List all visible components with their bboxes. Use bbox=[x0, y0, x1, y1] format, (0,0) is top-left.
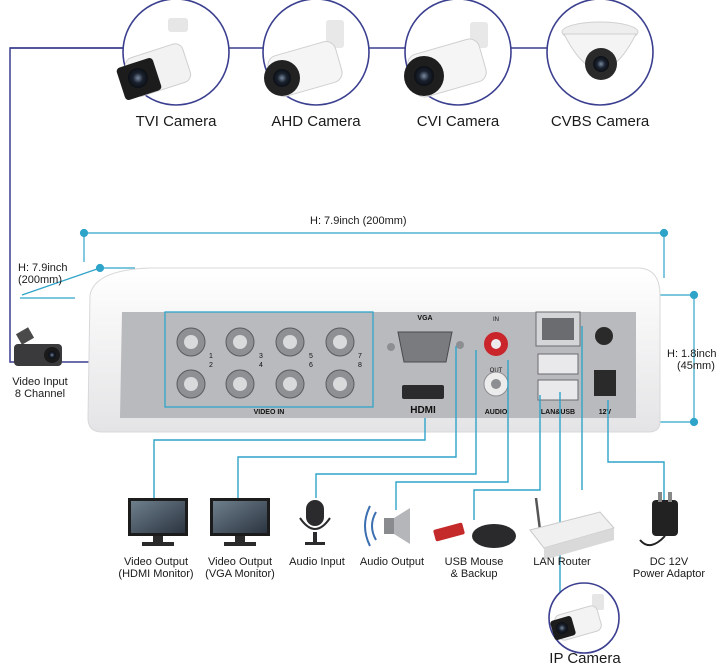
bullet-camera-icon bbox=[264, 20, 344, 97]
dimension-lines bbox=[20, 228, 699, 427]
power-adaptor-icon bbox=[639, 492, 678, 547]
ch-4: 4 bbox=[259, 362, 263, 369]
ch-8: 8 bbox=[358, 362, 362, 369]
power-adaptor-label-line1: DC 12V bbox=[649, 556, 689, 568]
usb-port-2 bbox=[537, 379, 579, 401]
ch-3: 3 bbox=[259, 353, 263, 360]
usb-label-line1: USB Mouse bbox=[444, 556, 504, 568]
video-input-camera bbox=[14, 327, 62, 366]
vga-label: VGA bbox=[417, 315, 432, 322]
depth-dimension-line2: (200mm) bbox=[18, 274, 63, 286]
mouse-icon bbox=[472, 524, 516, 548]
video-in-label: VIDEO IN bbox=[254, 409, 285, 416]
depth-dimension-line1: H: 7.9inch bbox=[18, 262, 68, 274]
audio-label: AUDIO bbox=[485, 409, 508, 416]
audio-output-label: Audio Output bbox=[359, 556, 425, 568]
bnc-connectors bbox=[176, 327, 355, 399]
ahd-camera bbox=[262, 0, 370, 106]
audio-output-device bbox=[364, 505, 410, 547]
dvr-recorder: 1 2 3 4 5 6 7 8 VIDEO IN VGA HDMI IN OUT AUD… bbox=[87, 267, 661, 433]
usb-drive-icon bbox=[433, 522, 465, 542]
bullet-camera-icon bbox=[550, 594, 604, 641]
bullet-camera-icon bbox=[14, 327, 62, 366]
power-adaptor-label-line2: Power Adaptor bbox=[632, 568, 706, 580]
video-in-highlight bbox=[164, 311, 374, 408]
ahd-camera-label: AHD Camera bbox=[271, 113, 361, 130]
dome-camera-icon bbox=[561, 21, 639, 80]
output-lines bbox=[153, 326, 665, 612]
power-jack bbox=[594, 370, 616, 396]
monitor-icon bbox=[128, 498, 188, 546]
ground-screw bbox=[595, 327, 613, 345]
lan-router-label: LAN Router bbox=[533, 556, 591, 568]
bullet-camera-icon bbox=[116, 18, 192, 100]
audio-in-label: IN bbox=[493, 317, 499, 323]
usb-label-line2: & Backup bbox=[450, 568, 498, 580]
speaker-icon bbox=[364, 505, 410, 547]
monitor-icon bbox=[210, 498, 270, 546]
hdmi-output-label-line1: Video Output bbox=[123, 556, 188, 568]
cvi-camera bbox=[404, 0, 512, 106]
height-dimension-line2: (45mm) bbox=[677, 360, 715, 372]
tvi-camera bbox=[116, 0, 230, 106]
ip-camera-label: IP Camera bbox=[549, 650, 621, 667]
usb-port-1 bbox=[537, 353, 579, 375]
channel-numbers: 1 2 3 4 5 6 7 8 bbox=[209, 353, 362, 369]
height-dimension-line1: H: 1.8inch bbox=[667, 348, 717, 360]
power-adaptor bbox=[639, 492, 678, 547]
microphone-icon bbox=[299, 500, 331, 545]
vga-output-label-line1: Video Output bbox=[207, 556, 272, 568]
audio-out-label: OUT bbox=[490, 368, 503, 374]
cvi-camera-label: CVI Camera bbox=[416, 113, 500, 130]
vga-output-label-line2: (VGA Monitor) bbox=[205, 568, 275, 580]
ip-camera bbox=[548, 582, 620, 654]
bullet-camera-icon bbox=[404, 22, 488, 98]
ch-1: 1 bbox=[209, 353, 213, 360]
audio-input-label: Audio Input bbox=[289, 556, 345, 568]
ch-5: 5 bbox=[309, 353, 313, 360]
vga-monitor bbox=[210, 498, 270, 546]
ch-6: 6 bbox=[309, 362, 313, 369]
power-label: 12V bbox=[599, 409, 612, 416]
lan-usb-label: LAN&USB bbox=[541, 409, 575, 416]
video-input-label-line1: Video Input bbox=[12, 376, 68, 388]
vga-port bbox=[397, 331, 453, 363]
hdmi-port bbox=[402, 385, 444, 399]
router-icon bbox=[529, 497, 615, 560]
cvbs-camera-label: CVBS Camera bbox=[550, 113, 650, 130]
usb-mouse-backup bbox=[433, 522, 516, 548]
ch-2: 2 bbox=[209, 362, 213, 369]
hdmi-output-label-line2: (HDMI Monitor) bbox=[118, 568, 194, 580]
tvi-camera-label: TVI Camera bbox=[135, 113, 217, 130]
hdmi-label: HDMI bbox=[410, 405, 436, 416]
hdmi-monitor bbox=[128, 498, 188, 546]
width-dimension-label: H: 7.9inch (200mm) bbox=[310, 215, 407, 227]
video-input-label-line2: 8 Channel bbox=[14, 388, 66, 400]
cvbs-camera bbox=[546, 0, 654, 106]
ch-7: 7 bbox=[358, 353, 362, 360]
audio-input-device bbox=[299, 500, 331, 545]
lan-router bbox=[529, 497, 615, 560]
